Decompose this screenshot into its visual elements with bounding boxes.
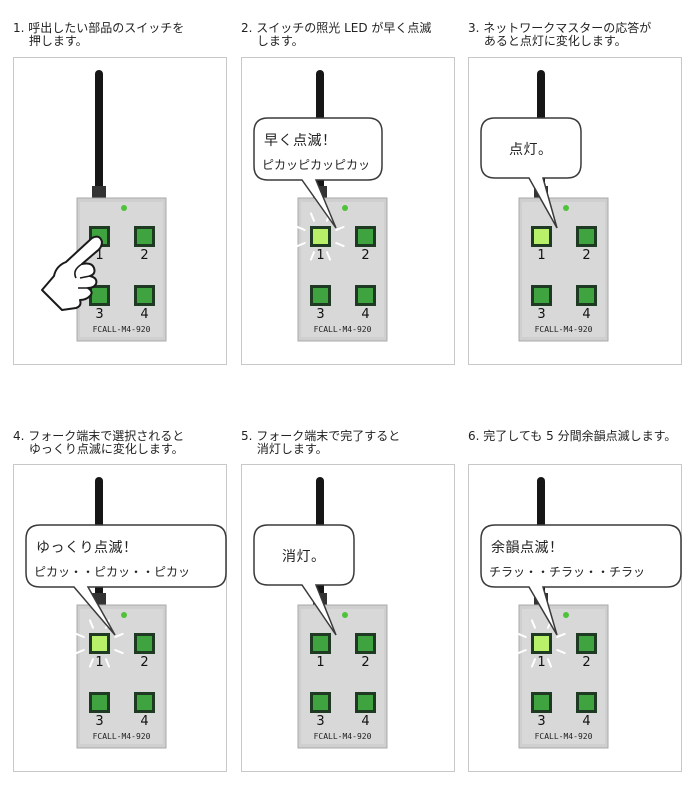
step-caption-1: 1. 呼出したい部品のスイッチを 押します。 [13,21,185,48]
step-caption-4: 4. フォーク端末で選択されると ゆっくり点滅に変化します。 [13,429,185,456]
switch-number-2: 2 [361,655,369,670]
switch-number-4: 4 [140,714,148,729]
switch-number-4: 4 [140,307,148,322]
speech-bubble-icon [253,117,383,229]
model-label: FCALL-M4-920 [93,732,151,741]
switch-number-1: 1 [316,248,324,263]
speech-bubble-icon [253,524,355,636]
status-led [563,205,569,211]
switch-number-3: 3 [95,307,103,322]
switch-number-4: 4 [582,307,590,322]
switch-number-1: 1 [95,248,103,263]
switch-number-1: 1 [316,655,324,670]
bubble-line1: 消灯。 [282,549,326,565]
antenna-icon [95,70,103,195]
switch-number-4: 4 [582,714,590,729]
status-led [563,612,569,618]
speech-bubble-icon [480,117,582,229]
step-caption-6: 6. 完了しても 5 分間余韻点滅します。 [468,429,677,443]
flash-rays-icon [75,619,124,668]
switch-number-1: 1 [95,655,103,670]
flash-rays-icon [517,619,566,668]
switch-number-3: 3 [95,714,103,729]
bubble-line1: 余韻点滅！ [491,540,564,556]
model-label: FCALL-M4-920 [314,325,372,334]
status-led [342,205,348,211]
switch-number-3: 3 [537,714,545,729]
switch-number-3: 3 [537,307,545,322]
switch-number-2: 2 [140,248,148,263]
switch-number-1: 1 [537,248,545,263]
status-led [121,205,127,211]
bubble-line2: チラッ・・チラッ・・チラッ [489,565,646,579]
bubble-line1: ゆっくり点滅！ [36,540,138,556]
switch-number-1: 1 [537,655,545,670]
status-led [121,612,127,618]
switch-number-4: 4 [361,714,369,729]
step-caption-2: 2. スイッチの照光 LED が早く点滅 します。 [241,21,432,48]
status-led [342,612,348,618]
switch-number-2: 2 [582,655,590,670]
speech-bubble-icon [480,524,682,636]
step-caption-3: 3. ネットワークマスターの応答が あると点灯に変化します。 [468,21,652,48]
switch-number-3: 3 [316,714,324,729]
switch-number-3: 3 [316,307,324,322]
speech-bubble-icon [25,524,227,636]
bubble-line1: 点灯。 [509,142,553,158]
bubble-line2: ピカッ・・ピカッ・・ピカッ [34,565,191,579]
bubble-line1: 早く点滅！ [264,133,337,149]
switch-number-4: 4 [361,307,369,322]
switch-number-2: 2 [361,248,369,263]
bubble-line2: ピカッピカッピカッ [262,158,371,172]
model-label: FCALL-M4-920 [535,325,593,334]
pointing-hand-icon [41,235,103,311]
model-label: FCALL-M4-920 [535,732,593,741]
switch-number-2: 2 [140,655,148,670]
flash-rays-icon [296,212,345,261]
step-caption-5: 5. フォーク端末で完了すると 消灯します。 [241,429,401,456]
model-label: FCALL-M4-920 [314,732,372,741]
model-label: FCALL-M4-920 [93,325,151,334]
switch-number-2: 2 [582,248,590,263]
